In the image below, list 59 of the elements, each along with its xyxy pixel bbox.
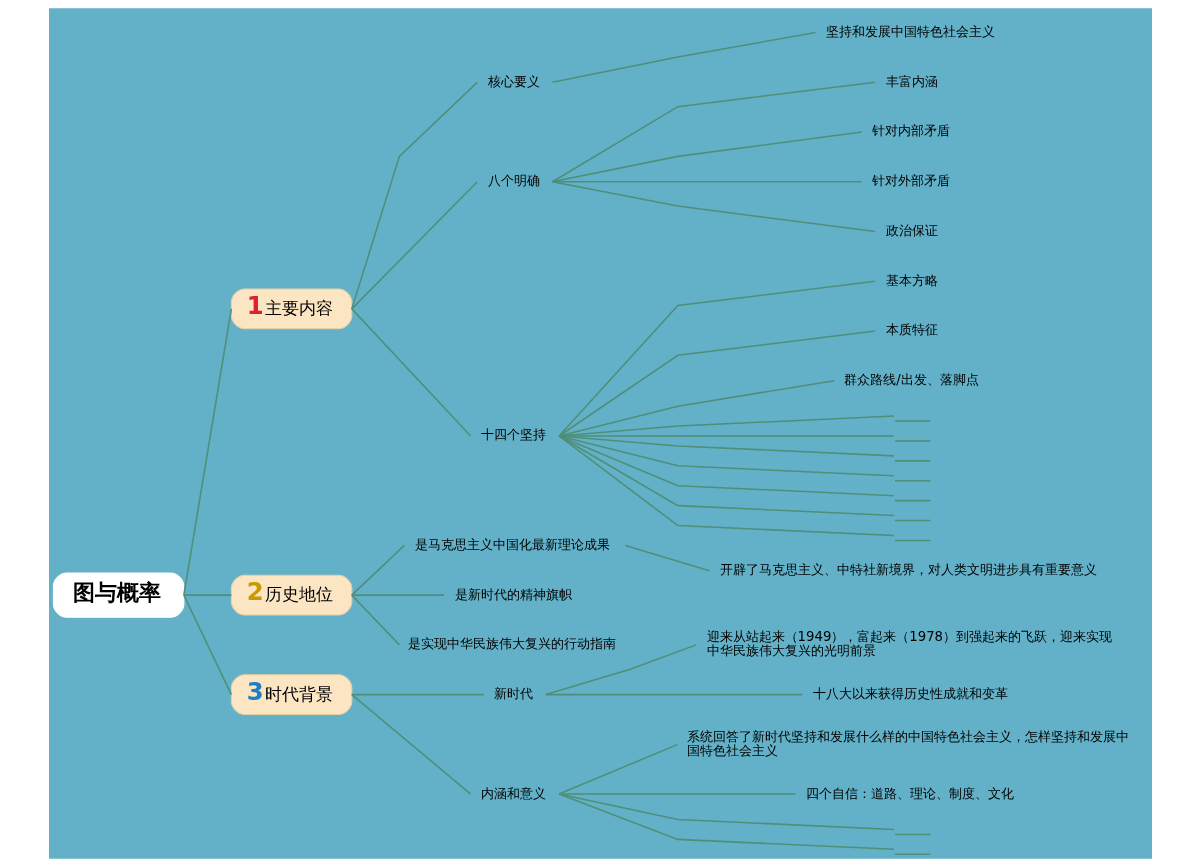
node-text: 新时代 [494,686,534,702]
connector [545,644,697,696]
connector [183,308,233,596]
connector [351,81,479,310]
node-text: 针对内部矛盾 [872,123,951,139]
node-text: 针对外部矛盾 [872,173,951,189]
node-text: 八个明确 [487,173,540,189]
node-line [894,499,932,502]
connector [351,693,485,696]
node-text: 迎来从站起来（1949），富起来（1978）到强起来的飞跃，迎来实现中华民族伟大复兴的光明前景 [706,629,1113,659]
connector [558,280,876,437]
node-box: 2历史地位 [230,574,353,616]
node-line [894,519,932,522]
node-line [894,420,932,422]
node-line [894,440,932,442]
node-box: 图与概率 [52,572,185,618]
connector [558,330,876,437]
connector [558,793,895,851]
connector [558,743,679,795]
node-text: 核心要义 [487,73,540,89]
node-text: 十八大以来获得历史性成就和变革 [812,686,1008,702]
node-line [894,539,932,542]
node-text: 是马克思主义中国化最新理论成果 [414,536,610,552]
connector [183,594,233,596]
node-text: 十四个坚持 [481,427,547,443]
connector [351,544,406,596]
node-text: 坚持和发展中国特色社会主义 [825,24,995,40]
connector [351,594,445,596]
connector [551,181,876,233]
node-text: 丰富内涵 [885,73,938,89]
connector [558,793,895,831]
node-text: 开辟了马克思主义、中特社新境界，对人类文明进步具有重要意义 [719,562,1097,578]
connector [351,594,401,646]
node-box: 3 时代背景 [230,674,353,716]
node-text: 内涵和意义 [481,785,547,801]
connector [351,181,479,310]
node-text: 四个自信：道路、理论、制度、文化 [806,785,1015,801]
node-text: 政治保证 [885,222,938,238]
connector [558,793,797,795]
node-text: 是新时代的精神旗帜 [454,586,572,602]
node-text: 本质特征 [885,322,938,338]
connector [351,693,472,795]
node-line [894,833,932,836]
node-text: 是实现中华民族伟大复兴的行动指南 [408,636,617,652]
node-text: 系统回答了新时代坚持和发展什么样的中国特色社会主义，怎样坚持和发展中国特色社会主义 [686,728,1129,758]
node-box: 1主要内容 [230,288,353,330]
node-text: 基本方略 [885,272,938,288]
connector [551,81,876,183]
node-line [894,479,932,482]
connector [624,544,711,572]
node-line [894,853,932,856]
connector [551,31,817,84]
node-line [894,460,932,462]
node-text: 群众路线/出发、落脚点 [844,372,979,388]
connector [558,435,895,517]
connector [351,308,472,437]
connector [545,693,803,696]
connector [558,435,895,537]
connector [183,594,233,696]
